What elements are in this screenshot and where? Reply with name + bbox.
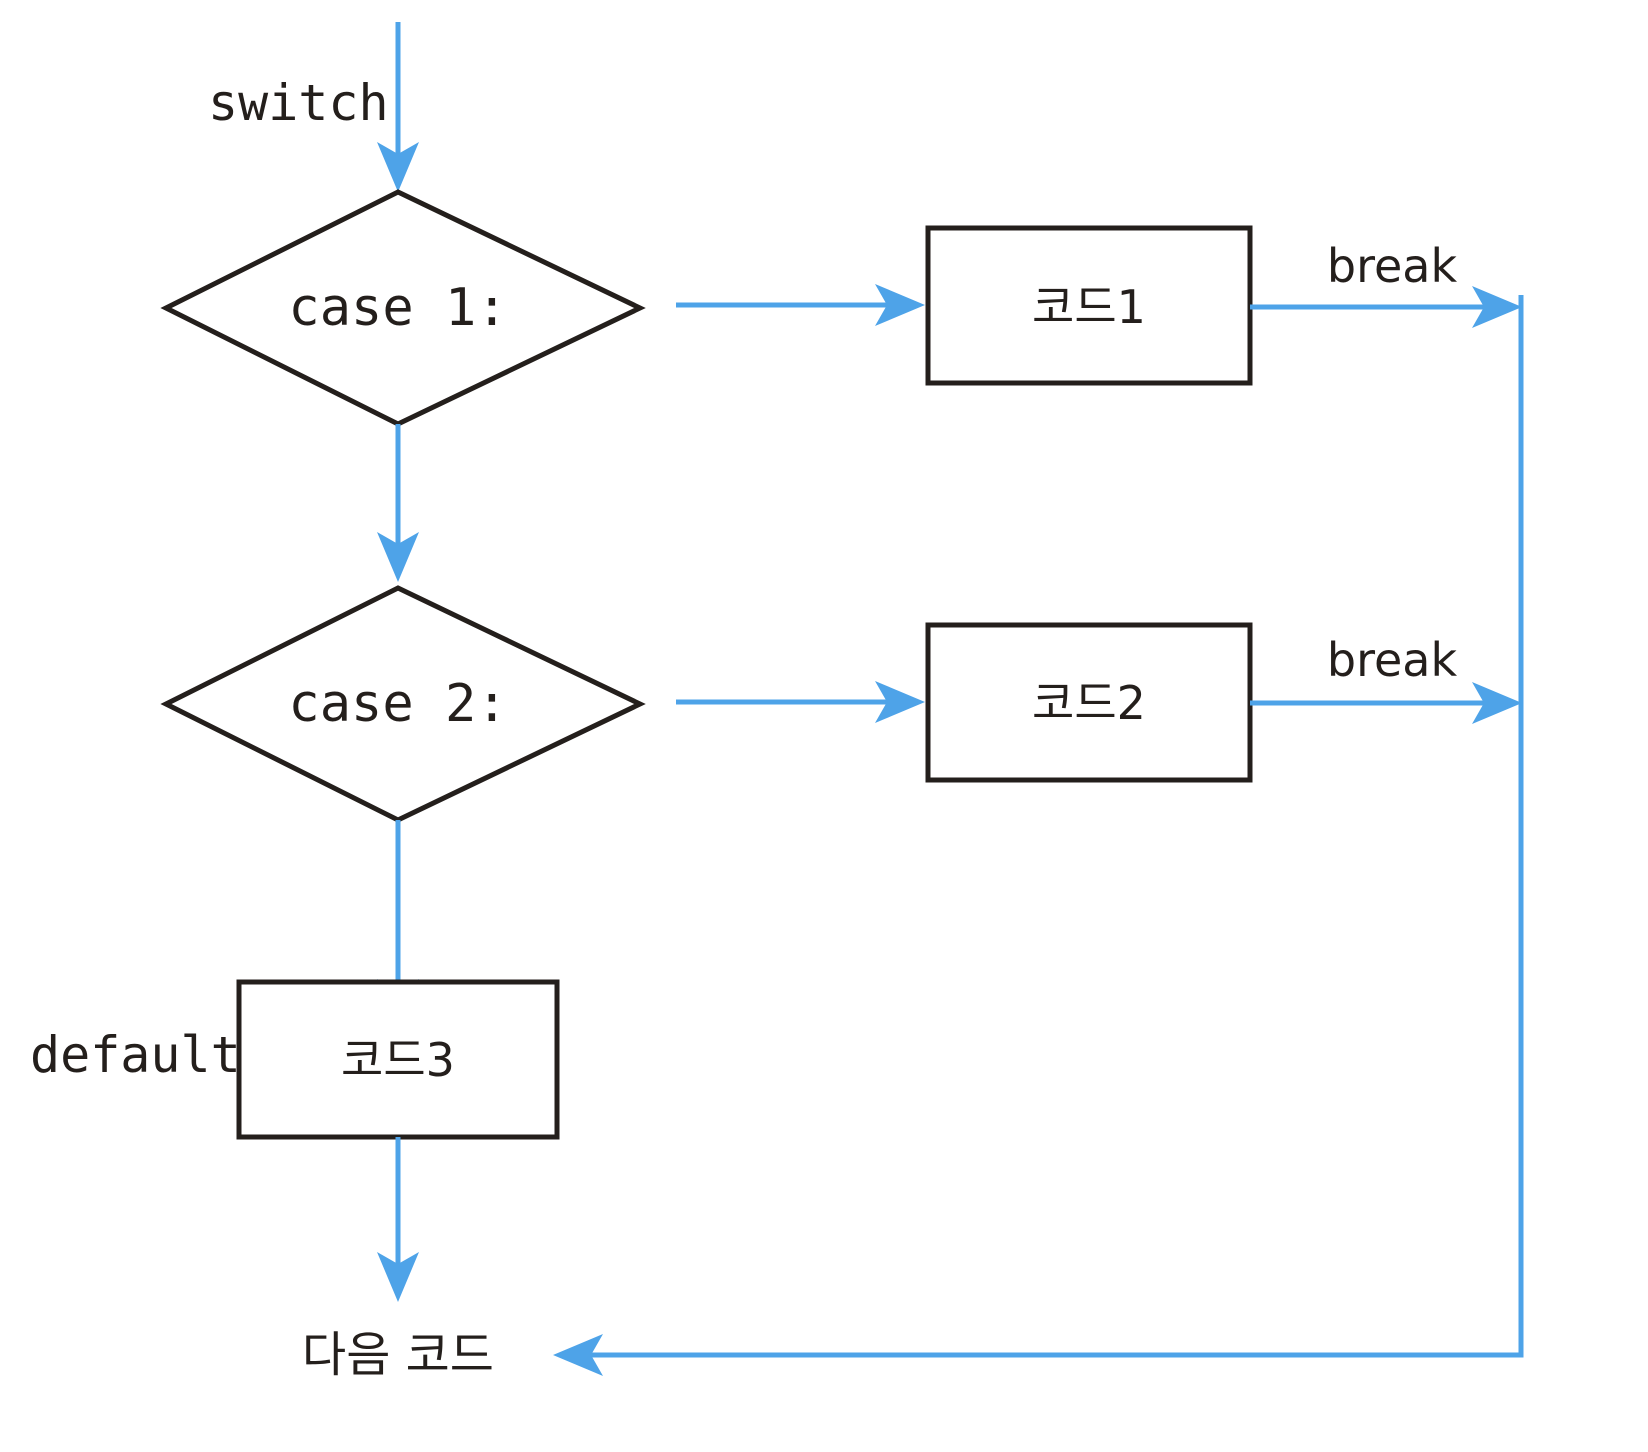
default-label: default [30, 1026, 241, 1084]
edge-case1-to-case2 [377, 424, 419, 582]
arrowhead-down-case2 [377, 532, 419, 582]
code3-label: 코드3 [341, 1033, 455, 1087]
code1-box-shape [925, 225, 1253, 386]
edge-break-trunk [553, 295, 1524, 1376]
break2-label: break [1327, 633, 1458, 687]
arrowhead-down-case1 [377, 142, 419, 192]
node-code2[interactable]: 코드2 [925, 622, 1253, 783]
node-case2[interactable]: case 2: [160, 585, 646, 823]
code3-box-shape [236, 979, 560, 1140]
arrowhead-left-next-code [553, 1334, 603, 1376]
node-case1[interactable]: case 1: [160, 189, 646, 427]
arrowhead-right-break1 [1472, 286, 1522, 328]
edge-case2-to-code2 [676, 681, 925, 723]
arrowhead-right-code2 [875, 681, 925, 723]
switch-label: switch [208, 74, 389, 132]
edge-code1-break: break [1250, 239, 1522, 328]
next-code-label: 다음 코드 [302, 1327, 494, 1383]
node-code1[interactable]: 코드1 [925, 225, 1253, 386]
case1-label: case 1: [288, 278, 507, 338]
case2-label: case 2: [288, 674, 507, 734]
edge-code3-to-next [377, 1137, 419, 1302]
arrowhead-right-break2 [1472, 682, 1522, 724]
arrowhead-down-next-code [377, 1252, 419, 1302]
break1-label: break [1327, 239, 1458, 293]
edge-code2-break: break [1250, 633, 1522, 724]
code1-label: 코드1 [1032, 280, 1146, 334]
edge-switch-to-case1 [377, 22, 419, 192]
node-code3[interactable]: 코드3 [236, 979, 560, 1140]
code2-label: 코드2 [1032, 676, 1146, 730]
arrowhead-right-code1 [875, 284, 925, 326]
edge-case1-to-code1 [676, 284, 925, 326]
